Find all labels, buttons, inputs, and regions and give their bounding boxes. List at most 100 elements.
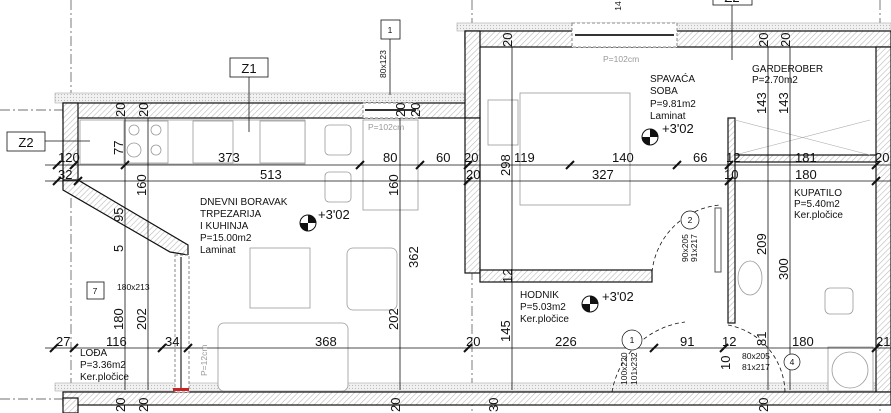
dimension-texts: 120 373 80 60 20 119 140 66 12 181 20 32… [56, 33, 890, 412]
wall-thickness: 20 [388, 398, 403, 412]
dim-label: 362 [406, 246, 421, 268]
wall-thickness: 20 [136, 103, 151, 117]
dim-label: 160 [386, 174, 401, 196]
furniture [79, 92, 874, 392]
window-tag-1 [380, 19, 401, 40]
level-marker-icon [299, 214, 317, 232]
washbasin-icon [737, 260, 763, 296]
door-size: 80x205 [742, 351, 770, 361]
room-floor: Laminat [650, 111, 686, 122]
dim-label: 91 [680, 334, 694, 349]
dim-label: 80 [383, 150, 397, 165]
wall-thickness: 20 [136, 398, 151, 412]
dim-label: 143 [776, 92, 791, 114]
dim-label: 21 [876, 334, 890, 349]
windows [173, 22, 678, 393]
level-value: +3'02 [318, 207, 350, 222]
sill-height: P=12cm [199, 345, 209, 376]
dim-label: 12 [722, 334, 736, 349]
room-loggia: LOĐA P=3.36m2 Ker.pločice [80, 348, 129, 383]
room-floor: Laminat [200, 245, 236, 256]
sofa [217, 322, 349, 392]
dim-label: 10 [724, 167, 738, 182]
door-size: 101x232 [629, 352, 639, 385]
door-number: 2 [688, 215, 693, 225]
door-number-circle [680, 210, 700, 230]
door-number: 4 [790, 357, 795, 367]
dim-label: 202 [134, 308, 149, 330]
dim-label: 81 [754, 332, 769, 346]
room-name: HODNIK [520, 290, 559, 301]
loggia-door [174, 254, 190, 393]
door-number: 1 [630, 335, 635, 345]
tag-z2-top [712, 0, 753, 6]
room-name: GARDEROBER [752, 64, 823, 75]
window-tag-1-label: 1 [388, 25, 393, 35]
room-living: DNEVNI BORAVAK TRPEZARIJA I KUHINJA P=15… [200, 197, 288, 256]
dim-label: 20 [466, 334, 480, 349]
dim-label: 119 [514, 150, 535, 165]
door-size: 91x217 [689, 234, 699, 262]
dim-label: 27 [56, 334, 70, 349]
dim-label: 160 [134, 174, 149, 196]
wall-thickness: 20 [113, 103, 128, 117]
dim-label: 180 [795, 167, 817, 182]
tag-z2-left-label: Z2 [18, 135, 33, 150]
dim-label: 77 [111, 141, 126, 155]
room-name: SPAVAĆA [650, 72, 695, 85]
dim-label: 95 [111, 208, 126, 222]
room-area: P=5.40m2 [794, 199, 840, 210]
room-floor: Ker.pločice [80, 372, 129, 383]
window-size: 80x123 [378, 50, 388, 78]
level-marker-icon [641, 128, 659, 146]
room-name: DNEVNI BORAVAK [200, 197, 288, 208]
dim-label: 300 [776, 258, 791, 280]
toilet-icon [824, 287, 854, 315]
room-area: P=3.36m2 [80, 360, 126, 371]
window-size: 180x213 [117, 282, 150, 292]
level-marker-icon [581, 295, 599, 313]
room-hallway: HODNIK P=5.03m2 Ker.pločice [520, 290, 569, 325]
top-cut-label: 14 [613, 1, 623, 11]
door-size: 100x220 [619, 352, 629, 385]
wall-thickness: 20 [756, 33, 771, 47]
room-name: LOĐA [80, 348, 108, 359]
dim-label: 60 [436, 150, 450, 165]
level-value: +3'02 [662, 121, 694, 136]
room-floor: Ker.pločice [520, 314, 569, 325]
tag-z2-left [6, 131, 46, 152]
dim-label: 140 [612, 150, 634, 165]
dim-label: 5 [111, 245, 126, 252]
dim-label: 298 [498, 154, 513, 176]
dim-label: 373 [218, 150, 240, 165]
level-value: +3'02 [602, 289, 634, 304]
room-name: I KUHINJA [200, 221, 249, 232]
dim-label: 180 [111, 308, 126, 330]
doors [611, 204, 786, 393]
room-area: P=2.70m2 [752, 75, 798, 86]
section-tags: Z1 Z2 Z2 1 7 14 [6, 0, 753, 300]
wall-thickness: 20 [500, 33, 515, 47]
dim-label: 368 [315, 334, 337, 349]
room-bedroom: SPAVAĆA SOBA P=9.81m2 Laminat [650, 72, 696, 122]
sink-icon [192, 120, 234, 164]
dim-label: 20 [466, 167, 480, 182]
tag-z1-label: Z1 [241, 61, 256, 76]
room-name: SOBA [650, 86, 678, 97]
dim-label: 116 [106, 334, 127, 349]
room-area: P=9.81m2 [650, 99, 696, 110]
wall-thickness: 20 [393, 103, 408, 117]
dim-label: 32 [58, 167, 72, 182]
dimension-lines [45, 47, 891, 390]
dim-label: 120 [58, 150, 80, 165]
room-wardrobe: GARDEROBER P=2.70m2 [752, 64, 823, 86]
dim-label: 12 [726, 150, 740, 165]
dim-label: 145 [498, 320, 513, 342]
wall-thickness: 20 [408, 103, 423, 117]
dim-label: 180 [792, 334, 814, 349]
dim-label: 12 [500, 269, 515, 283]
dim-label: 513 [260, 167, 282, 182]
wall-thickness: 20 [113, 398, 128, 412]
wall-thickness: 20 [756, 398, 771, 412]
